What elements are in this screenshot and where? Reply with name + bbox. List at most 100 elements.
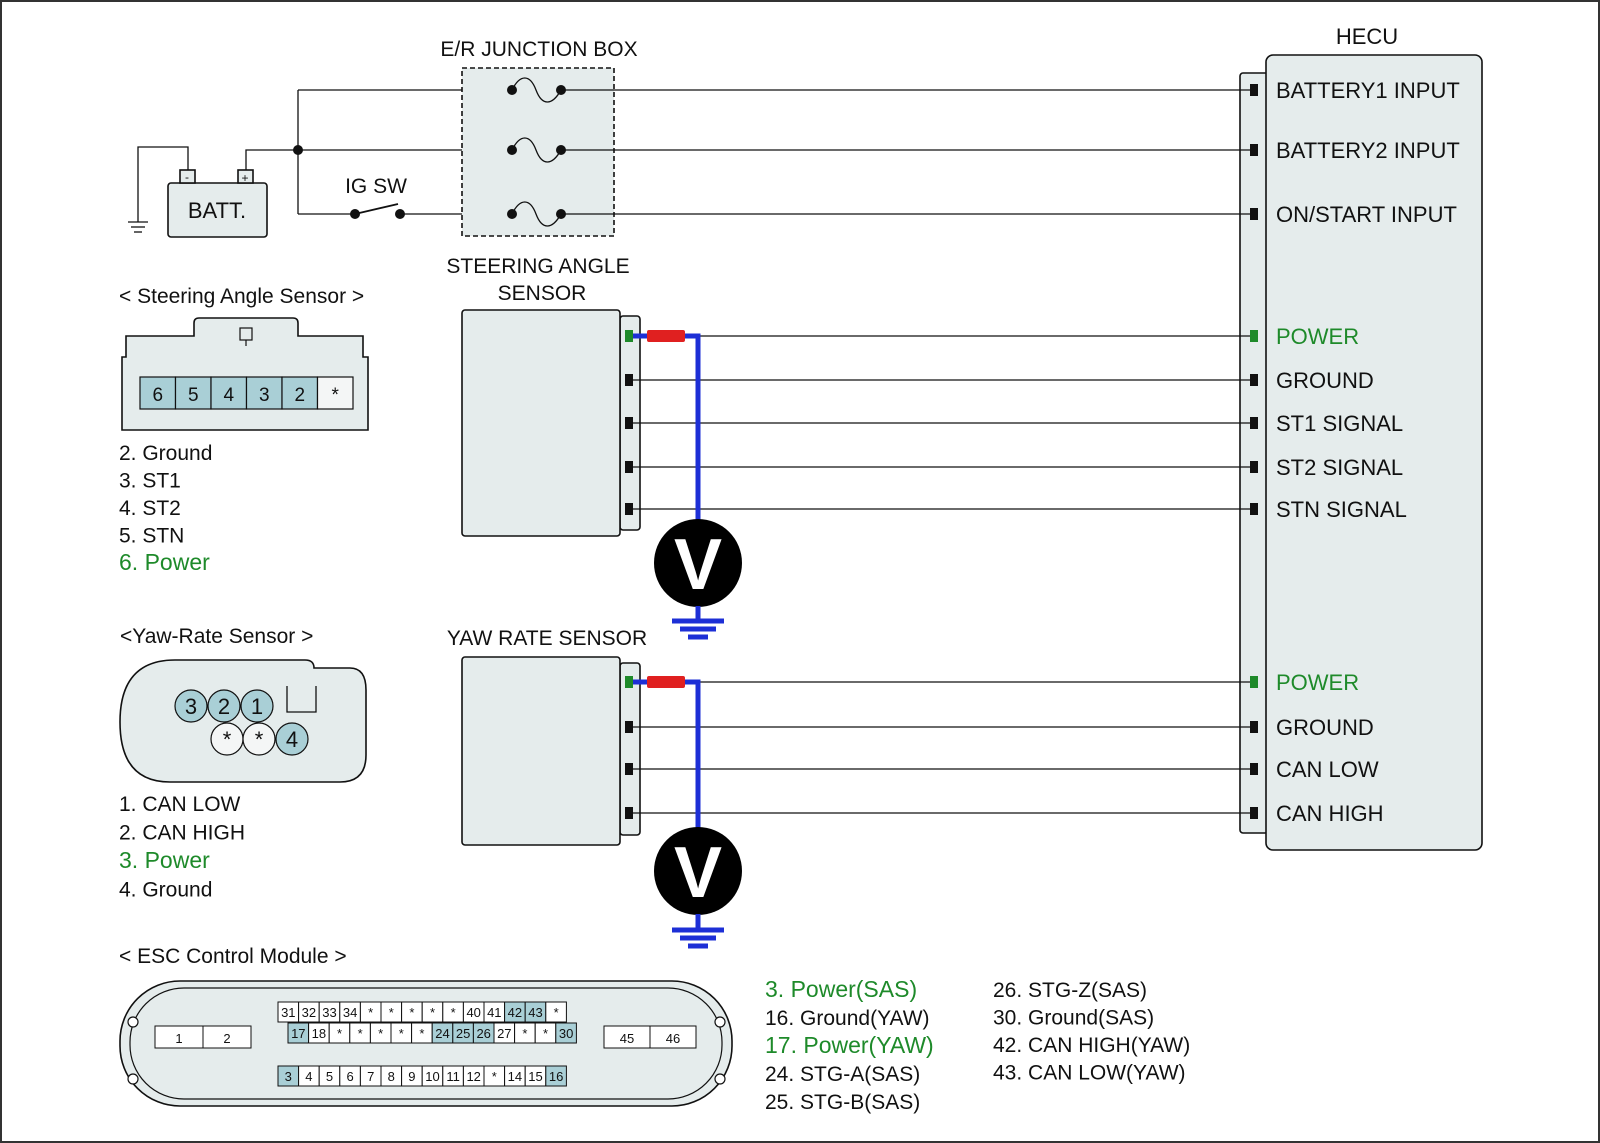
sas-pin-number: * [332,385,340,406]
hecu-pin-terminal [1250,503,1258,515]
sas-pin-cell [210,376,248,410]
esc-legend-item: 16. Ground(YAW) [765,1007,930,1030]
yaw-probe-tip [647,676,685,688]
steering-sensor-title-line2: SENSOR [498,282,587,305]
sas-connector-title: < Steering Angle Sensor > [119,285,364,308]
esc-pin-number: 43 [528,1005,542,1020]
hecu-pin-terminal [1250,330,1258,342]
sas-legend-item: 5. STN [119,525,184,548]
sas-pin-number: 2 [294,385,305,406]
esc-pin-number: * [451,1005,456,1020]
hecu-pin-label: POWER [1276,324,1359,349]
esc-pin-number: * [409,1005,414,1020]
esc-legend-item: 25. STG-B(SAS) [765,1091,920,1114]
esc-pin-cell [649,1025,697,1049]
hecu-pin-label: ST1 SIGNAL [1276,411,1403,436]
yaw-pin-cell [242,722,276,756]
steering-sensor-title-line1: STEERING ANGLE [446,255,629,278]
esc-pin-number: * [543,1026,548,1041]
esc-pin-number: 45 [620,1031,634,1046]
hecu-title: HECU [1336,24,1398,49]
esc-pin-number: 5 [326,1069,333,1084]
esc-pin-number: 14 [508,1069,522,1084]
esc-pin-number: 25 [456,1026,470,1041]
sas-voltmeter [654,519,742,607]
sas-legend-item: 6. Power [119,549,210,575]
sas-pin-number: 6 [152,385,163,406]
esc-pin-number: 7 [367,1069,374,1084]
hecu-pin-terminal [1250,763,1258,775]
esc-pin-cell [555,1022,577,1044]
esc-legend-item: 17. Power(YAW) [765,1032,934,1058]
hecu-pin-terminal [1250,721,1258,733]
esc-pin-number: 11 [446,1069,460,1084]
yaw-pin-number: 2 [218,694,230,719]
yaw-pin-cell [240,689,274,723]
esc-legend-item: 3. Power(SAS) [765,976,917,1002]
hecu-pin-terminal [1250,144,1258,156]
yaw-pin-cell [275,722,309,756]
hecu-pin-terminal [1250,84,1258,96]
hecu-pin-label: BATTERY2 INPUT [1276,138,1460,163]
yaw-voltmeter [654,827,742,915]
yaw-pin-cell [207,689,241,723]
yaw-connector-housing [119,659,367,783]
esc-legend-item: 24. STG-A(SAS) [765,1063,920,1086]
yaw-pin-number: 1 [251,694,263,719]
hecu-pin-terminal [1250,676,1258,688]
esc-pin-number: 15 [528,1069,542,1084]
yaw-legend-item: 2. CAN HIGH [119,822,245,845]
esc-legend-item: 43. CAN LOW(YAW) [993,1062,1186,1085]
esc-pin-number: * [358,1026,363,1041]
hecu-pin-terminal [1250,374,1258,386]
hecu-pin-terminal [1250,807,1258,819]
battery-ground-wire [137,146,189,222]
esc-pin-number: 18 [312,1026,326,1041]
yaw-voltmeter-symbol: V [674,833,722,913]
esc-pin-number: 41 [487,1005,501,1020]
sas-pin-number: 5 [188,385,199,406]
battery-body [167,182,268,238]
esc-pin-number: 24 [435,1026,449,1041]
battery-positive-wire [245,149,298,170]
esc-pin-cell [545,1065,567,1087]
hecu-pin-label: GROUND [1276,368,1374,393]
yaw-pin-number: 3 [185,694,197,719]
hecu-pin-terminal [1250,208,1258,220]
steering-sensor-body [461,309,621,537]
esc-pin-number: * [522,1026,527,1041]
sas-connector-latch [239,327,253,341]
esc-pin-number: 1 [175,1031,182,1046]
yaw-sensor-power-pin [625,676,633,688]
esc-pin-number: 10 [425,1069,439,1084]
hecu-connector-strip [1239,72,1269,834]
hecu-body [1265,54,1483,851]
fuse-1 [507,77,566,103]
esc-legend-item: 30. Ground(SAS) [993,1007,1154,1030]
esc-pin-number: * [399,1026,404,1041]
esc-pin-number: * [337,1026,342,1041]
esc-pin-cell [545,1001,567,1023]
esc-pin-number: 12 [466,1069,480,1084]
esc-pin-number: 2 [223,1031,230,1046]
power-supply-circuit: - + BATT. IG SW E/R JUNCTION BOX [128,38,1250,238]
hecu-pin-label: STN SIGNAL [1276,497,1407,522]
hecu-pin-label: ON/START INPUT [1276,202,1457,227]
hecu-pin-label: GROUND [1276,715,1374,740]
yaw-rate-sensor: YAW RATE SENSOR V [447,627,1250,949]
esc-pin-number: 26 [476,1026,490,1041]
battery-plus-sign: + [241,171,248,185]
esc-pin-number: * [378,1026,383,1041]
esc-pin-cell [202,1025,252,1049]
steering-sensor-power-pin [625,330,633,342]
sas-pin-cell [245,376,283,410]
esc-connector-title: < ESC Control Module > [119,945,347,968]
